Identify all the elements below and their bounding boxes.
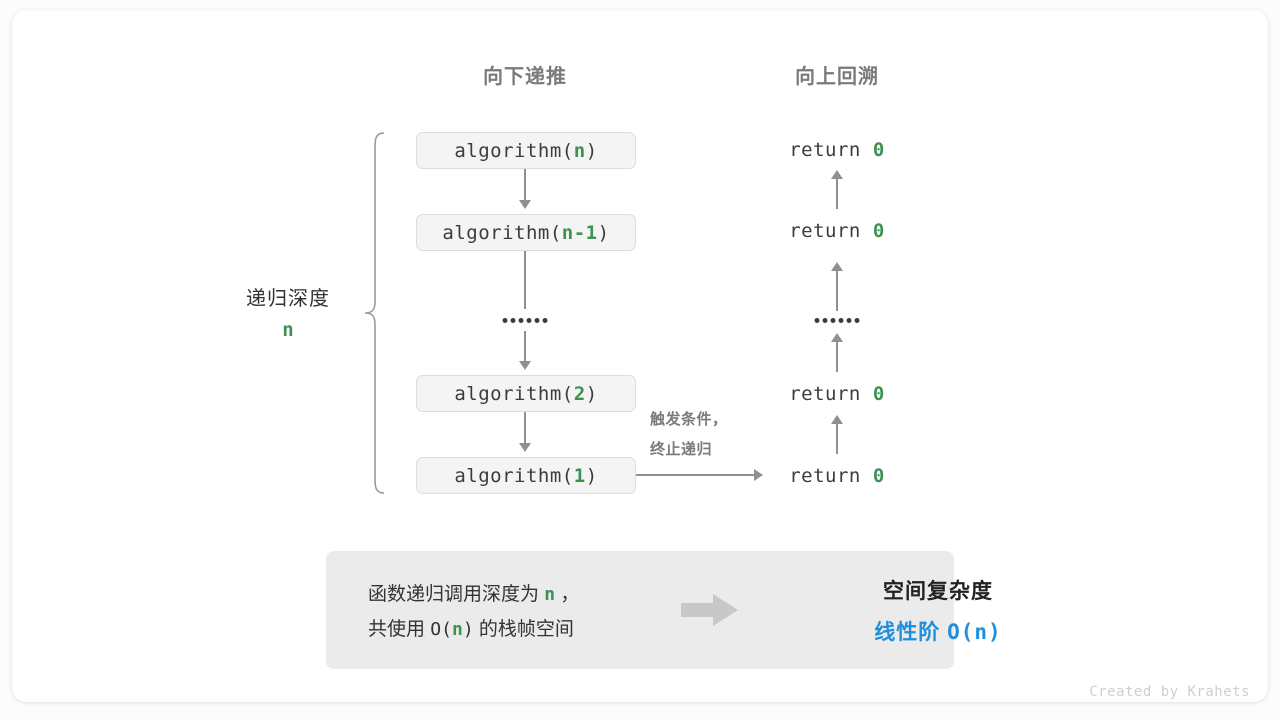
summary-value-mono: O(n) <box>947 620 1002 644</box>
return-statement: return 0 <box>789 383 885 405</box>
call-box-close: ) <box>597 221 610 244</box>
connector-arrow-up <box>831 170 843 179</box>
return-value: 0 <box>872 383 885 405</box>
connector-line-down <box>524 169 526 202</box>
summary-panel: 函数递归调用深度为 n ， 共使用 O(n) 的栈帧空间 空间复杂度 线性阶 O… <box>326 551 1001 669</box>
trigger-note-line1: 触发条件， <box>650 411 728 428</box>
call-box-arg: n <box>573 139 586 162</box>
connector-line-down <box>524 412 526 445</box>
call-box[interactable]: algorithm(1) <box>416 457 636 494</box>
call-box-arg: 2 <box>573 382 586 405</box>
return-value: 0 <box>872 220 885 242</box>
implies-arrow-icon <box>681 594 738 626</box>
connector-arrow-down <box>519 200 531 209</box>
summary-description: 函数递归调用深度为 n ， 共使用 O(n) 的栈帧空间 <box>368 577 579 647</box>
return-value: 0 <box>872 139 885 161</box>
connector-line-up <box>836 424 838 454</box>
column-header-ascend: 向上回溯 <box>795 66 879 88</box>
column-header-descend: 向下递推 <box>483 66 567 88</box>
recursion-depth-value: n <box>282 319 294 341</box>
recursion-depth-brace <box>364 132 385 494</box>
recursion-depth-text: 递归深度 <box>246 288 330 310</box>
call-box-arg: 1 <box>573 464 586 487</box>
return-value: 0 <box>872 465 885 487</box>
call-box[interactable]: algorithm(n) <box>416 132 636 169</box>
summary-conclusion: 空间复杂度 线性阶 O(n) <box>838 575 1038 646</box>
base-case-arrow <box>754 469 763 481</box>
summary-line1-a: 函数递归调用深度为 <box>368 584 545 605</box>
connector-line-up <box>836 342 838 372</box>
connector-line-down <box>524 331 526 363</box>
call-box-name: algorithm( <box>454 382 574 405</box>
connector-arrow-up <box>831 333 843 342</box>
call-box[interactable]: algorithm(n-1) <box>416 214 636 251</box>
connector-arrow-down <box>519 361 531 370</box>
connector-line-up <box>836 179 838 209</box>
return-keyword: return <box>789 383 861 405</box>
call-box-arg: n-1 <box>561 221 598 244</box>
connector-arrow-up <box>831 262 843 271</box>
summary-value-label: 线性阶 <box>874 621 948 644</box>
recursion-depth-label: 递归深度 n <box>246 282 330 341</box>
return-keyword: return <box>789 139 861 161</box>
call-box-name: algorithm( <box>454 464 574 487</box>
summary-line2-b: O( <box>430 619 452 640</box>
summary-title: 空间复杂度 <box>883 580 993 603</box>
connector-line-up <box>836 271 838 311</box>
call-box-name: algorithm( <box>442 221 562 244</box>
summary-value: 线性阶 O(n) <box>838 616 1038 646</box>
call-box-close: ) <box>585 464 598 487</box>
return-keyword: return <box>789 220 861 242</box>
call-box[interactable]: algorithm(2) <box>416 375 636 412</box>
call-box-close: ) <box>585 139 598 162</box>
trigger-condition-note: 触发条件， 终止递归 <box>650 405 728 465</box>
summary-line-1: 函数递归调用深度为 n ， <box>368 577 579 612</box>
base-case-line <box>636 474 754 476</box>
credit-watermark: Created by Krahets <box>1089 684 1250 700</box>
return-statement: return 0 <box>789 220 885 242</box>
connector-line-down <box>524 251 526 309</box>
summary-line2-a: 共使用 <box>368 619 431 640</box>
call-box-name: algorithm( <box>454 139 574 162</box>
ellipsis-dots-ascend <box>814 318 860 323</box>
return-keyword: return <box>789 465 861 487</box>
connector-arrow-up <box>831 415 843 424</box>
return-statement: return 0 <box>789 139 885 161</box>
summary-line-2: 共使用 O(n) 的栈帧空间 <box>368 612 579 647</box>
summary-line2-d: 的栈帧空间 <box>473 619 574 640</box>
summary-line2-c: ) <box>462 619 474 640</box>
trigger-note-line2: 终止递归 <box>650 441 713 458</box>
summary-line1-n: n <box>544 584 556 605</box>
ellipsis-dots-descend <box>502 318 548 323</box>
summary-line1-b: ， <box>555 584 580 605</box>
return-statement: return 0 <box>789 465 885 487</box>
connector-arrow-down <box>519 443 531 452</box>
summary-line2-n: n <box>451 619 463 640</box>
call-box-close: ) <box>585 382 598 405</box>
